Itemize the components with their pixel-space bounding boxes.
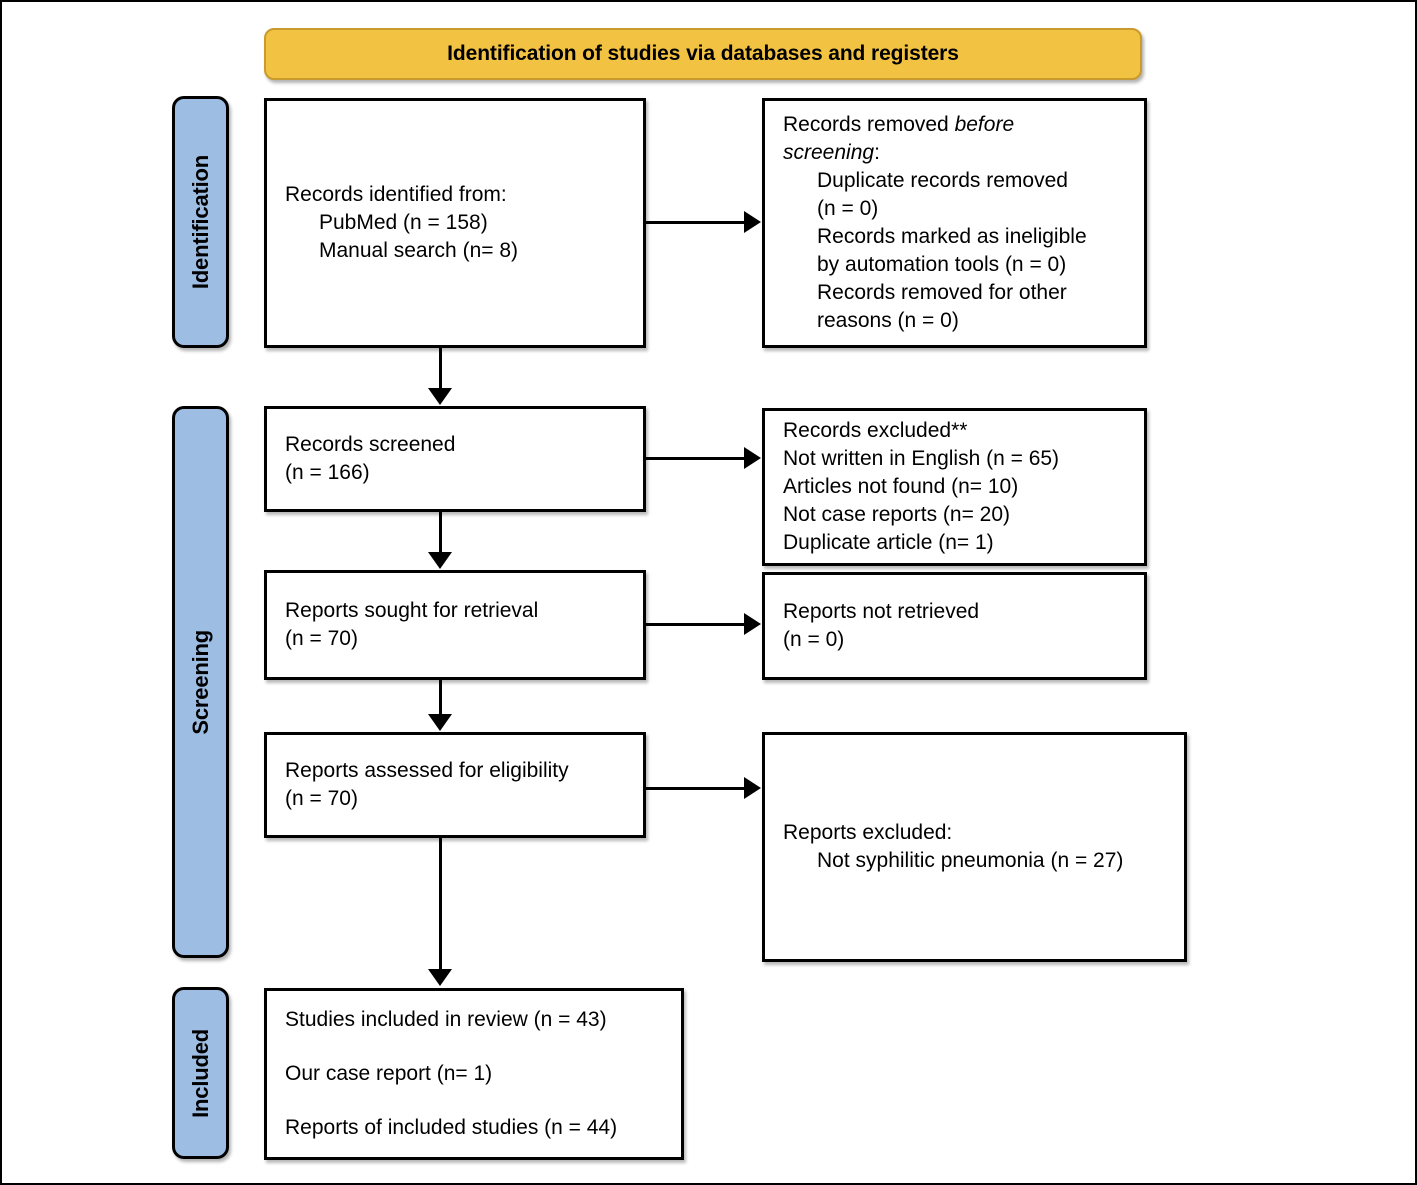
phase-label-screening: Screening <box>172 406 229 958</box>
records-identified-line-2: PubMed (n = 158) <box>319 211 488 234</box>
connector-sought-to-assessed <box>439 680 442 715</box>
box-reports-not-retrieved: Reports not retrieved (n = 0) <box>762 572 1147 680</box>
arrowhead-identified-to-screened <box>428 388 452 405</box>
records-removed-line-3: Duplicate records removed <box>817 169 1068 192</box>
reports-assessed-line-1: Reports assessed for eligibility <box>285 759 569 782</box>
records-excluded-line-1: Records excluded** <box>783 419 968 442</box>
phase-included-text: Included <box>187 1028 213 1118</box>
box-studies-included: Studies included in review (n = 43) Our … <box>264 988 684 1160</box>
banner-title: Identification of studies via databases … <box>447 42 959 65</box>
records-excluded-line-3: Articles not found (n= 10) <box>783 475 1019 498</box>
records-excluded-line-4: Not case reports (n= 20) <box>783 503 1011 526</box>
studies-included-line-3: Reports of included studies (n = 44) <box>285 1116 618 1139</box>
arrowhead-screened-to-sought <box>428 552 452 569</box>
records-removed-line-4: (n = 0) <box>817 197 879 220</box>
reports-sought-line-2: (n = 70) <box>285 627 358 650</box>
records-removed-line-2-italic: screening <box>783 141 875 164</box>
connector-screened-to-sought <box>439 512 442 553</box>
box-reports-excluded: Reports excluded: Not syphilitic pneumon… <box>762 732 1187 962</box>
arrowhead-sought-to-assessed <box>428 714 452 731</box>
box-records-identified: Records identified from: PubMed (n = 158… <box>264 98 646 348</box>
arrowhead-assessed-to-reports-excluded <box>744 777 761 799</box>
records-removed-line-1: Records removed before <box>783 111 1126 139</box>
records-removed-line-2-colon: : <box>874 141 880 164</box>
phase-label-included: Included <box>172 987 229 1159</box>
records-screened-line-1: Records screened <box>285 433 456 456</box>
box-records-removed-before-screening: Records removed before screening: Duplic… <box>762 98 1147 348</box>
records-excluded-line-2: Not written in English (n = 65) <box>783 447 1060 470</box>
records-removed-line-5: Records marked as ineligible <box>817 225 1087 248</box>
connector-sought-to-not-retrieved <box>646 623 745 626</box>
records-identified-line-1: Records identified from: <box>285 183 507 206</box>
records-removed-line-6: by automation tools (n = 0) <box>817 253 1067 276</box>
studies-included-line-2: Our case report (n= 1) <box>285 1062 493 1085</box>
studies-included-line-1: Studies included in review (n = 43) <box>285 1008 607 1031</box>
records-removed-line-2: screening: <box>783 139 1126 167</box>
arrowhead-identified-to-removed <box>744 211 761 233</box>
arrowhead-assessed-to-included <box>428 969 452 986</box>
box-records-screened: Records screened (n = 166) <box>264 406 646 512</box>
reports-not-retrieved-line-2: (n = 0) <box>783 628 845 651</box>
box-records-excluded: Records excluded** Not written in Englis… <box>762 408 1147 566</box>
reports-excluded-line-2: Not syphilitic pneumonia (n = 27) <box>817 849 1124 872</box>
records-screened-line-2: (n = 166) <box>285 461 370 484</box>
connector-screened-to-records-excluded <box>646 457 745 460</box>
phase-identification-text: Identification <box>187 154 213 290</box>
records-removed-line-7: Records removed for other <box>817 281 1067 304</box>
records-removed-line-8: reasons (n = 0) <box>817 309 959 332</box>
connector-assessed-to-included <box>439 838 442 970</box>
arrowhead-sought-to-not-retrieved <box>744 613 761 635</box>
connector-identified-to-removed <box>646 221 745 224</box>
arrowhead-screened-to-records-excluded <box>744 447 761 469</box>
reports-excluded-line-1: Reports excluded: <box>783 821 953 844</box>
box-reports-sought-for-retrieval: Reports sought for retrieval (n = 70) <box>264 570 646 680</box>
records-identified-line-3: Manual search (n= 8) <box>319 239 519 262</box>
records-removed-line-1-italic: before <box>954 113 1015 136</box>
phase-label-identification: Identification <box>172 96 229 348</box>
reports-sought-line-1: Reports sought for retrieval <box>285 599 539 622</box>
reports-assessed-line-2: (n = 70) <box>285 787 358 810</box>
diagram-header-banner: Identification of studies via databases … <box>264 28 1142 80</box>
connector-identified-to-screened <box>439 348 442 389</box>
box-reports-assessed-for-eligibility: Reports assessed for eligibility (n = 70… <box>264 732 646 838</box>
connector-assessed-to-reports-excluded <box>646 787 745 790</box>
reports-not-retrieved-line-1: Reports not retrieved <box>783 600 980 623</box>
phase-screening-text: Screening <box>187 629 213 735</box>
records-removed-line-1-prefix: Records removed <box>783 113 955 136</box>
records-excluded-line-5: Duplicate article (n= 1) <box>783 531 994 554</box>
